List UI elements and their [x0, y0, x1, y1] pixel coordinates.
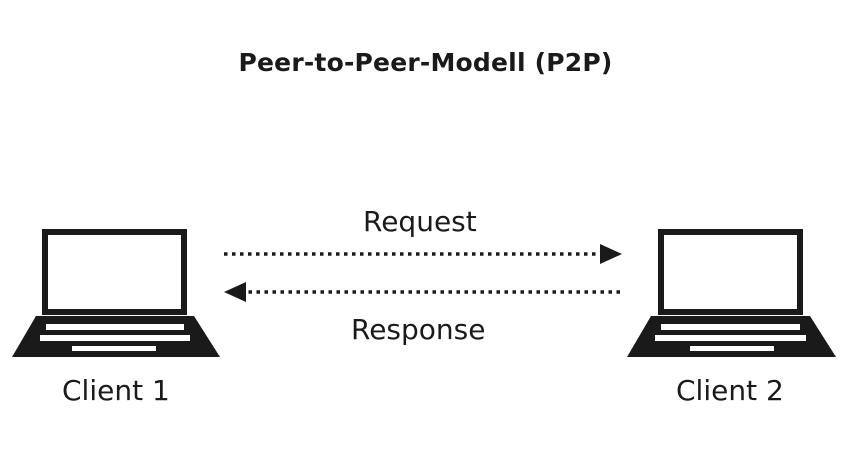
diagram-title: Peer-to-Peer-Modell (P2P)	[238, 48, 613, 77]
response-arrow	[224, 282, 620, 302]
response-label: Response	[351, 313, 486, 346]
laptop-icon	[12, 229, 220, 357]
client-2-label: Client 2	[676, 374, 784, 407]
client-1-label: Client 1	[62, 374, 170, 407]
request-arrow	[224, 244, 622, 264]
laptop-icon	[627, 229, 836, 357]
request-label: Request	[363, 205, 477, 238]
